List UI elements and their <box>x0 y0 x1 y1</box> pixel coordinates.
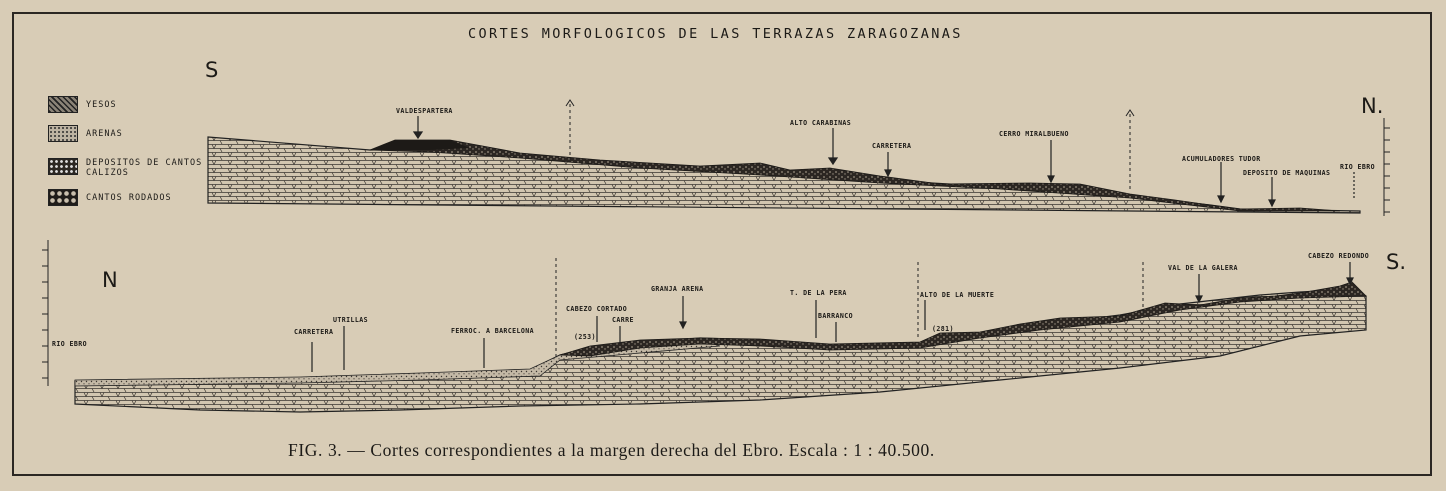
label-cabezo-cortado: CABEZO CORTADO <box>566 305 628 313</box>
legend-label-cantos: CANTOS RODADOS <box>86 193 172 203</box>
label-rio-ebro-upper: RIO EBRO <box>1340 163 1375 171</box>
legend-item-arenas: ARENAS <box>48 125 123 142</box>
lower-right-direction: S. <box>1386 250 1407 274</box>
upper-right-direction: N. <box>1361 94 1384 118</box>
label-val-de-la-galera: VAL DE LA GALERA <box>1168 264 1238 272</box>
upper-arrows <box>412 116 1355 208</box>
label-carre: CARRE <box>612 316 634 324</box>
figure-caption: FIG. 3. — Cortes correspondientes a la m… <box>288 440 935 460</box>
lower-arrows <box>311 262 1354 372</box>
legend-swatch-cantos <box>48 189 78 206</box>
lower-left-direction: N <box>102 268 118 292</box>
label-granja-arena: GRANJA ARENA <box>651 285 704 293</box>
lower-terrace-deposits <box>559 281 1367 357</box>
label-valdespartera: VALDESPARTERA <box>396 107 453 115</box>
label-t-de-la-pera: T. DE LA PERA <box>790 289 847 297</box>
label-deposito-maquinas: DEPOSITO DE MAQUINAS <box>1243 169 1331 177</box>
legend-swatch-arenas <box>48 125 78 142</box>
label-alto-de-la-muerte: ALTO DE LA MUERTE <box>920 291 995 299</box>
label-carretera-upper: CARRETERA <box>872 142 912 150</box>
legend-label-arenas: ARENAS <box>86 129 123 139</box>
legend-item-yesos: YESOS <box>48 96 117 113</box>
label-carretera-lower: CARRETERA <box>294 328 334 336</box>
legend-item-cantos: CANTOS RODADOS <box>48 189 172 206</box>
upper-left-direction: S <box>205 58 219 82</box>
figure-frame <box>12 12 1432 476</box>
figure-title: CORTES MORFOLOGICOS DE LAS TERRAZAS ZARA… <box>468 26 963 42</box>
legend-label-depositos: DEPOSITOS DE CANTOS CALIZOS <box>86 158 203 178</box>
lower-section <box>42 240 1367 413</box>
label-acumuladores-tudor: ACUMULADORES TUDOR <box>1182 155 1261 163</box>
label-cabezo-redondo: CABEZO REDONDO <box>1308 252 1370 260</box>
label-elevation-253: (253) <box>574 333 596 341</box>
label-rio-ebro-lower: RIO EBRO <box>52 340 87 348</box>
lower-scale-bar <box>42 240 49 386</box>
legend-swatch-yesos <box>48 96 78 113</box>
label-alto-carabinas: ALTO CARABINAS <box>790 119 852 127</box>
label-barranco: BARRANCO <box>818 312 853 320</box>
legend-item-depositos: DEPOSITOS DE CANTOS CALIZOS <box>48 158 246 178</box>
legend-swatch-depositos <box>48 158 78 175</box>
upper-section <box>207 99 1390 216</box>
upper-scale-bar <box>1383 118 1390 216</box>
label-cerro-miralbueno: CERRO MIRALBUENO <box>999 130 1069 138</box>
legend-label-yesos: YESOS <box>86 100 117 110</box>
label-ferrocarril-barcelona: FERROC. A BARCELONA <box>451 327 535 335</box>
upper-terrace-deposits <box>369 139 1341 212</box>
label-utrillas: UTRILLAS <box>333 316 368 324</box>
label-elevation-281: (281) <box>932 325 954 333</box>
